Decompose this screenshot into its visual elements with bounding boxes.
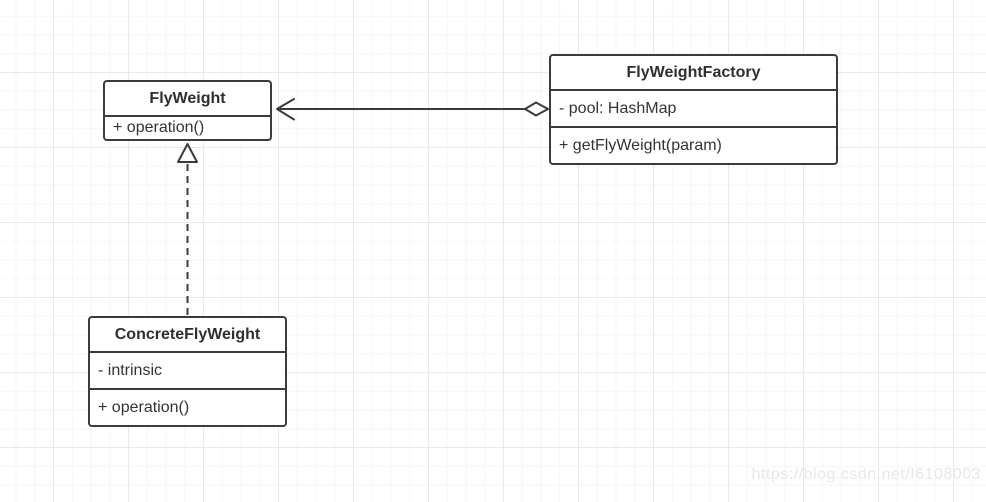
class-operation-row: + operation(): [90, 388, 285, 425]
class-name-flyweight: FlyWeight: [149, 90, 226, 107]
class-operation-row: + getFlyWeight(param): [551, 126, 836, 163]
hollow-diamond: [524, 101, 549, 117]
watermark-text: https://blog.csdn.net/I6108003: [751, 466, 981, 483]
class-box-flyweightfactory: FlyWeightFactory - pool: HashMap + getFl…: [549, 54, 838, 165]
class-attribute-row: - intrinsic: [90, 351, 285, 388]
class-operation-row: + operation(): [105, 115, 270, 139]
open-arrowhead: [276, 98, 295, 121]
class-box-concreteflyweight: ConcreteFlyWeight - intrinsic + operatio…: [88, 316, 287, 427]
realization-connector: [177, 143, 198, 315]
class-attribute-row: - pool: HashMap: [551, 89, 836, 126]
class-name-concreteflyweight: ConcreteFlyWeight: [114, 326, 261, 343]
class-box-flyweight: FlyWeight + operation(): [103, 80, 272, 141]
class-name-flyweightfactory: FlyWeightFactory: [626, 64, 761, 81]
hollow-triangle-arrowhead: [177, 143, 198, 163]
aggregation-connector: [276, 98, 549, 121]
